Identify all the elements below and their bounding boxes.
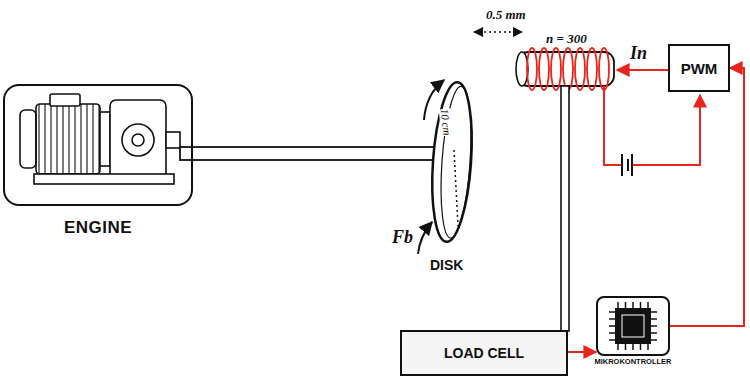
node-label: LOAD CELL [444, 345, 524, 361]
coil-winding [539, 48, 549, 90]
electromagnet [516, 48, 614, 90]
coil-winding [563, 48, 573, 90]
chip-pin [617, 344, 619, 350]
disk-rim [437, 85, 476, 239]
support-post [561, 86, 569, 331]
chip-pin [625, 302, 627, 308]
chip-pin [609, 332, 615, 334]
chip-pin [647, 344, 649, 350]
chip-pin [651, 332, 657, 334]
chip-pin [651, 325, 657, 327]
coil-winding [527, 48, 537, 90]
chip-pin [651, 339, 657, 341]
chip-icon [609, 302, 657, 350]
chip-pin [617, 302, 619, 308]
load-cell-box: LOAD CELL [400, 330, 568, 376]
gap-dimension [474, 31, 522, 33]
chip-pin [632, 302, 634, 308]
pwm-box: PWM [668, 44, 730, 92]
node-label: ENGINE [64, 218, 132, 238]
signal-wire [670, 68, 744, 326]
chip-pin [625, 344, 627, 350]
disk-label: DISK [430, 258, 463, 273]
chip-pin [647, 302, 649, 308]
shaft [180, 147, 442, 160]
engine-box: ENGINE [3, 84, 193, 206]
chip-pin [640, 344, 642, 350]
coil-winding [575, 48, 585, 90]
disk [427, 81, 476, 243]
microcontroller-box: MIKROKONTROLLER [596, 296, 670, 356]
brake-force-label: Fb [392, 228, 413, 248]
force-arrow [418, 222, 432, 254]
dimension-line [454, 150, 458, 226]
battery-symbol [622, 154, 632, 176]
chip-pin [609, 339, 615, 341]
chip-pin [632, 344, 634, 350]
chip-pin [640, 302, 642, 308]
node-label: PWM [681, 60, 718, 77]
coil-winding [587, 48, 597, 90]
coil-winding [551, 48, 561, 90]
chip-pin [651, 311, 657, 313]
chip-pin [609, 318, 615, 320]
gap-dimension-label: 0.5 mm [486, 8, 526, 22]
chip-pin [609, 311, 615, 313]
winding-count: n = 300 [546, 32, 587, 46]
chip-pin [609, 325, 615, 327]
coil-winding [599, 48, 609, 90]
current-label: In [630, 44, 647, 64]
motor-drawing [20, 94, 180, 184]
signal-wire [568, 351, 596, 353]
current-wire [617, 69, 668, 71]
battery-wire [604, 86, 700, 165]
node-label: MIKROKONTROLLER [594, 357, 671, 366]
chip-pin [651, 318, 657, 320]
